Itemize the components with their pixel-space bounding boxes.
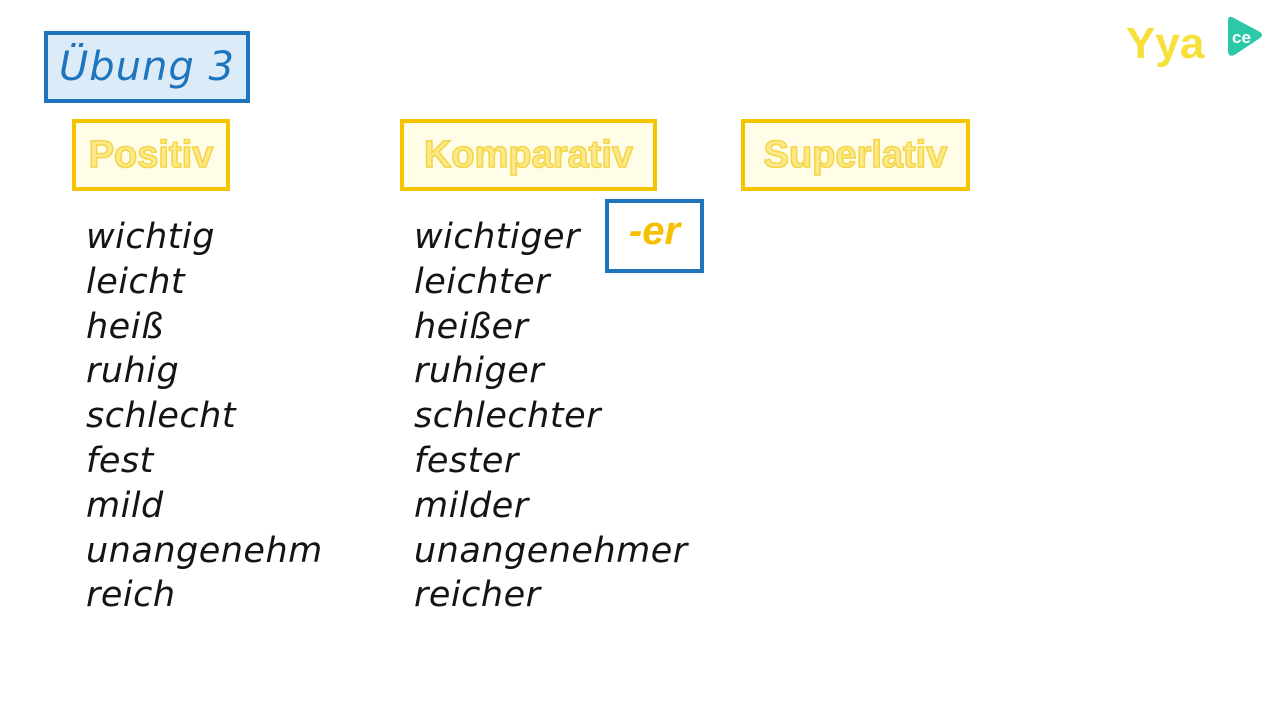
positiv-word-list: wichtig leicht heiß ruhig schlecht fest … [86, 215, 323, 618]
logo-play-badge [1228, 16, 1262, 56]
header-superlativ-box: Superlativ [741, 119, 970, 191]
suffix-er-box: -er [605, 199, 704, 273]
positiv-word: wichtig [86, 217, 215, 257]
logo-badge-text: ce [1232, 28, 1251, 47]
komparativ-word: heißer [414, 306, 529, 347]
komparativ-word: ruhiger [414, 351, 545, 392]
positiv-word: heiß [86, 306, 164, 347]
exercise-title: Übung 3 [59, 44, 235, 90]
header-komparativ-box: Komparativ [400, 119, 657, 191]
positiv-word: unangenehm [86, 530, 323, 571]
positiv-word: ruhig [86, 351, 180, 392]
exercise-title-box: Übung 3 [44, 31, 250, 103]
header-superlativ: Superlativ [763, 133, 948, 177]
komparativ-word: leichter [414, 261, 551, 302]
positiv-word: leicht [86, 261, 186, 302]
komparativ-word: unangenehmer [414, 530, 688, 571]
komparativ-word: schlechter [414, 396, 601, 437]
komparativ-word-list: wichtiger leichter heißer ruhiger schlec… [414, 215, 688, 618]
komparativ-word: milder [414, 485, 529, 526]
header-positiv: Positiv [88, 133, 214, 177]
komparativ-word: fester [414, 440, 519, 481]
komparativ-word: reicher [414, 575, 541, 616]
header-positiv-box: Positiv [72, 119, 230, 191]
header-komparativ: Komparativ [423, 133, 634, 177]
positiv-word: mild [86, 485, 164, 526]
komparativ-word: wichtiger [414, 217, 580, 257]
yyace-logo: Yya ce [1126, 16, 1262, 68]
positiv-word: fest [86, 440, 154, 481]
suffix-er-label: -er [628, 208, 681, 253]
positiv-word: reich [86, 575, 176, 616]
positiv-word: schlecht [86, 396, 237, 437]
logo-wordmark: Yya [1126, 19, 1205, 68]
